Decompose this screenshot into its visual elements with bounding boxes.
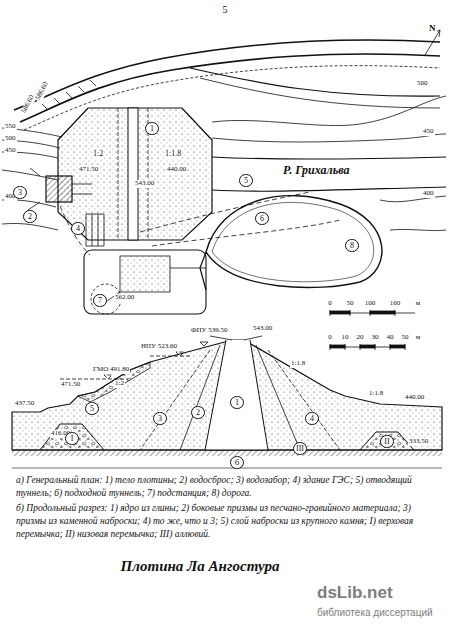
dimension-label: НПУ 523.60 [140,343,178,351]
callout-number: 8 [345,239,359,252]
dimension-label: 562.00 [114,294,135,302]
dimension-label: 471.50 [60,381,81,389]
dimension-label: 1:1.8 [290,360,306,368]
callout-number: II [380,435,394,448]
dimension-label: 543.00 [134,180,155,188]
dimension-label: 100 [364,300,377,308]
dimension-label: 1:2 [114,380,125,388]
caption-text: б) Продольный разрез: 1) ядро из глины; … [15,502,442,540]
callout-number: 1 [145,122,159,135]
callout-number: III [293,442,307,455]
dimension-label: ФПУ 539.50 [190,327,229,335]
dimension-label: 500 [416,80,429,88]
dimension-label: м [415,300,421,308]
dimension-label: 50 [401,334,410,342]
callout-number: 4 [305,412,319,425]
dimension-label: 586.60 [34,80,51,102]
dimension-label: 550 [4,123,17,131]
callout-number: I [65,432,79,445]
dimension-label: 440.00 [166,166,187,174]
dimension-label: 160 [389,300,402,308]
dimension-label: 1:2 [92,150,104,159]
dimension-label: 10 [341,334,350,342]
river-name: Р. Грихальва [282,164,350,177]
dimension-label: 440.00 [404,394,425,402]
page-number: 5 [222,4,229,15]
dimension-label: 0 [327,300,333,308]
dimension-label: 450 [422,128,435,136]
dimension-label: 50 [346,300,355,308]
callout-number: 5 [239,174,253,187]
callout-number: 7 [93,294,107,307]
callout-number: 4 [71,222,85,235]
callout-number: б [230,456,244,469]
callout-number: 1 [230,396,244,409]
title-text: Плотина Ла Ангостура [120,558,281,575]
callout-number: 5 [85,402,99,415]
dimension-label: 1:1.8 [164,150,182,159]
dimension-label: 450 [4,147,17,155]
watermark: dsLib.net [316,584,394,603]
dimension-label: 471.50 [78,166,99,174]
callout-number: 6 [255,212,269,225]
dimension-label: 437.50 [14,400,35,408]
dimension-label: 30 [371,334,380,342]
dimension-label: 543.00 [252,325,273,333]
dimension-label: 1:1.8 [368,390,384,398]
dimension-label: 400 [422,190,435,198]
caption-text: а) Генеральный план: 1) тело плотины; 2)… [15,474,442,500]
callout-number: 2 [23,210,37,223]
dimension-label: 333.50 [408,438,429,446]
dimension-label: 20 [356,334,365,342]
dimension-label: 40 [386,334,395,342]
dimension-label: 0 [327,334,333,342]
watermark: библиотека диссертаций [316,607,434,618]
north-mark: N [428,24,437,34]
dimension-label: ГМО 491.80 [92,366,130,374]
dimension-label: 500 [4,135,17,143]
dimension-label: м [415,334,421,342]
callout-number: 2 [191,406,205,419]
callout-number: 3 [153,412,167,425]
callout-number: 3 [13,186,27,199]
